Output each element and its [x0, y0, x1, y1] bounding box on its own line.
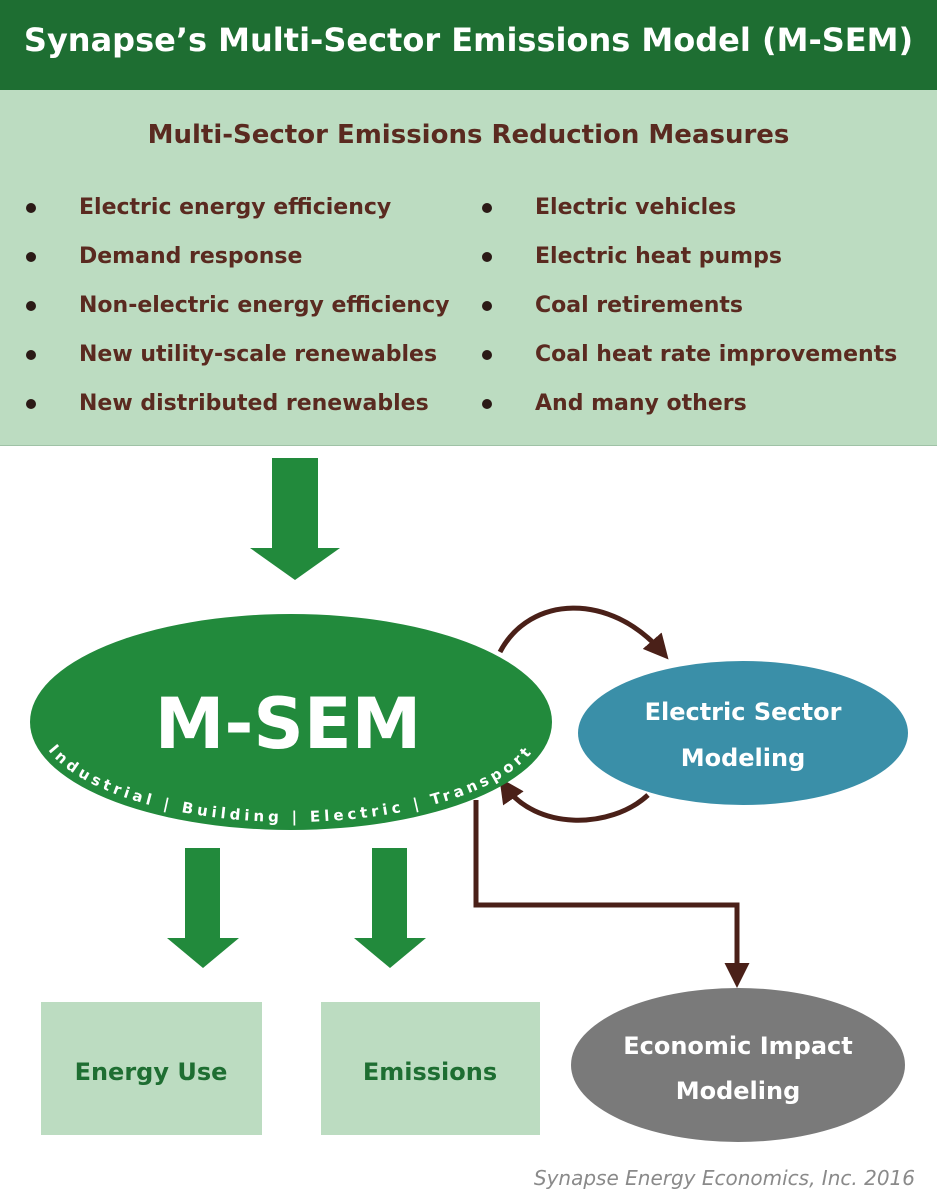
- list-item: New distributed renewables: [22, 386, 449, 435]
- bullet-icon: [26, 301, 36, 311]
- credit-line: Synapse Energy Economics, Inc. 2016: [533, 1166, 915, 1190]
- list-item-label: Non-electric energy efficiency: [79, 293, 450, 318]
- measures-panel: Multi-Sector Emissions Reduction Measure…: [0, 90, 937, 446]
- connector-arrow-to-economic: [473, 800, 750, 988]
- emissions-label: Emissions: [363, 1058, 497, 1086]
- list-item: Non-electric energy efficiency: [22, 288, 449, 337]
- list-item: Electric vehicles: [478, 190, 897, 239]
- list-item-label: Electric energy efficiency: [79, 195, 392, 220]
- measures-list-left: Electric energy efficiency Demand respon…: [22, 190, 449, 435]
- measures-list-right: Electric vehicles Electric heat pumps Co…: [478, 190, 897, 435]
- list-item: Electric heat pumps: [478, 239, 897, 288]
- loop-arrow-to-msem: [499, 777, 650, 823]
- emissions-box: [321, 1002, 540, 1135]
- measures-title: Multi-Sector Emissions Reduction Measure…: [147, 120, 790, 150]
- bullet-icon: [26, 203, 36, 213]
- list-item: Electric energy efficiency: [22, 190, 449, 239]
- energy-use-box: [41, 1002, 262, 1135]
- list-item: Demand response: [22, 239, 449, 288]
- bullet-icon: [26, 399, 36, 409]
- bullet-icon: [482, 350, 492, 360]
- energy-use-label: Energy Use: [75, 1058, 228, 1086]
- economic-impact-label: Modeling: [676, 1077, 801, 1105]
- bullet-icon: [482, 301, 492, 311]
- list-item: New utility-scale renewables: [22, 337, 449, 386]
- list-item: Coal retirements: [478, 288, 897, 337]
- electric-sector-label: Electric Sector: [645, 698, 842, 726]
- list-item-label: Coal heat rate improvements: [535, 342, 898, 367]
- bullet-icon: [482, 203, 492, 213]
- down-arrow-icon: [250, 458, 340, 580]
- list-item-label: And many others: [535, 391, 747, 416]
- electric-sector-ellipse: [578, 661, 908, 805]
- bullet-icon: [26, 252, 36, 262]
- loop-arrow-to-electric: [497, 605, 669, 660]
- list-item-label: Coal retirements: [535, 293, 744, 318]
- list-item-label: Electric heat pumps: [535, 244, 782, 269]
- page-title: Synapse’s Multi-Sector Emissions Model (…: [23, 21, 914, 59]
- economic-impact-label: Economic Impact: [623, 1032, 853, 1060]
- msem-label: M-SEM: [155, 683, 422, 765]
- down-arrow-icon: [354, 848, 426, 968]
- bullet-icon: [482, 252, 492, 262]
- bullet-icon: [26, 350, 36, 360]
- economic-impact-ellipse: [571, 988, 905, 1142]
- electric-sector-label: Modeling: [681, 744, 806, 772]
- bullet-icon: [482, 399, 492, 409]
- list-item-label: Electric vehicles: [535, 195, 737, 220]
- header-banner: Synapse’s Multi-Sector Emissions Model (…: [0, 0, 937, 90]
- list-item: And many others: [478, 386, 897, 435]
- list-item-label: Demand response: [79, 244, 303, 269]
- list-item: Coal heat rate improvements: [478, 337, 897, 386]
- msem-ellipse: [30, 614, 552, 830]
- list-item-label: New distributed renewables: [79, 391, 429, 416]
- list-item-label: New utility-scale renewables: [79, 342, 438, 367]
- down-arrow-icon: [167, 848, 239, 968]
